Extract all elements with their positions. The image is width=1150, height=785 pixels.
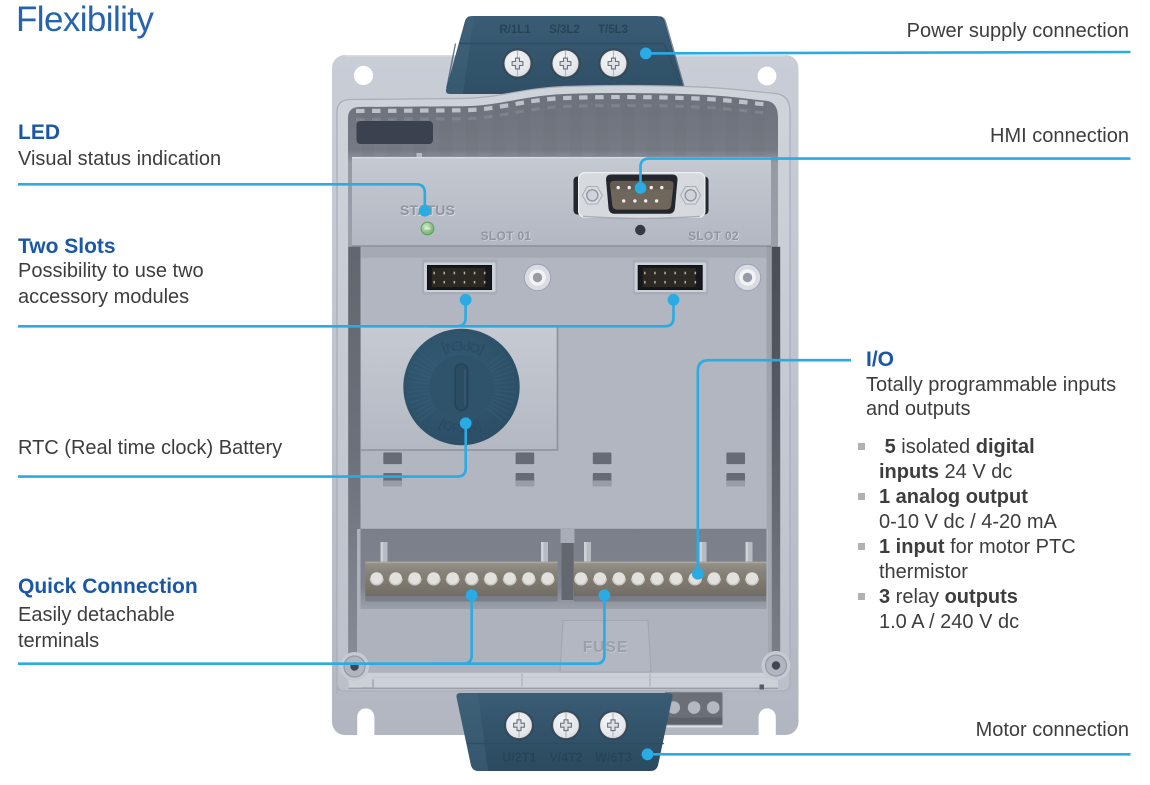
svg-text:[OPEN]: [OPEN] xyxy=(440,338,486,358)
svg-text:W/6T3: W/6T3 xyxy=(595,751,632,765)
svg-text:R/1L1: R/1L1 xyxy=(499,24,531,36)
svg-text:FUSE: FUSE xyxy=(584,640,629,657)
svg-text:SLOT 01: SLOT 01 xyxy=(481,229,532,243)
svg-text:S/3L2: S/3L2 xyxy=(549,24,580,36)
svg-text:SLOT 01: SLOT 01 xyxy=(481,230,532,244)
svg-text:U/2T1: U/2T1 xyxy=(502,751,536,765)
svg-text:V/4T2: V/4T2 xyxy=(549,751,582,765)
svg-text:[OPEN]: [OPEN] xyxy=(437,416,483,436)
svg-text:SLOT 02: SLOT 02 xyxy=(688,229,739,243)
svg-text:SLOT 02: SLOT 02 xyxy=(689,230,740,244)
svg-text:T/5L3: T/5L3 xyxy=(598,24,628,36)
